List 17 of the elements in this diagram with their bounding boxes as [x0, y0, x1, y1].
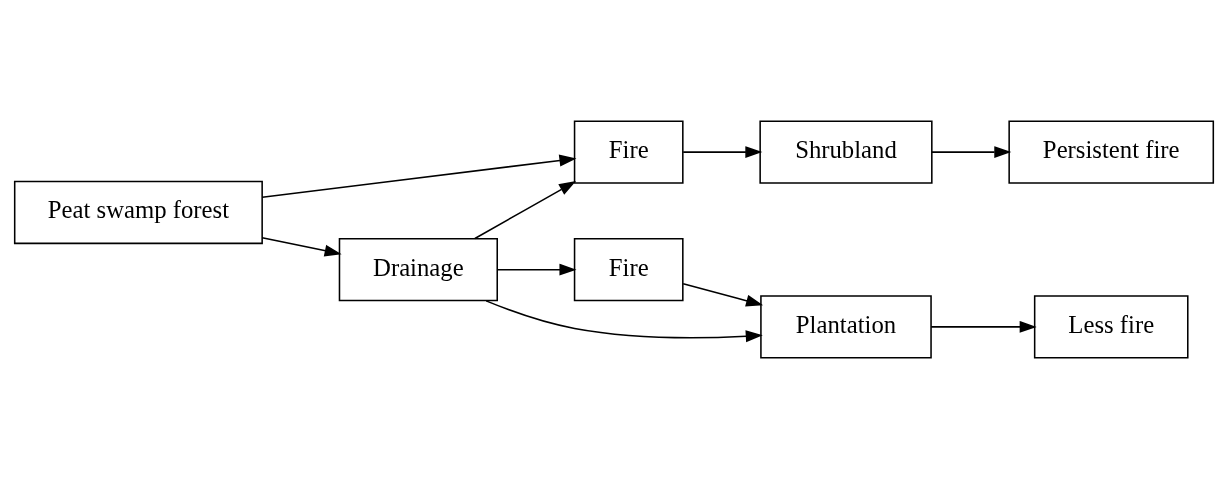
- node-box: Drainage: [338, 237, 498, 302]
- arrow: [931, 146, 1012, 159]
- node-box: Less fire: [1033, 295, 1189, 359]
- arrow: [682, 146, 763, 159]
- arrow: [682, 283, 764, 307]
- arrow: [496, 263, 577, 276]
- node-box: Fire: [573, 237, 684, 302]
- node-box: Persistent fire: [1008, 120, 1215, 184]
- arrow: [930, 320, 1037, 333]
- node-box: Peat swamp forest: [13, 180, 263, 245]
- node-box: Fire: [573, 120, 684, 184]
- arrow: [474, 181, 577, 240]
- arrow: [261, 154, 577, 199]
- node-box: Shrubland: [759, 120, 933, 184]
- node-box: Plantation: [760, 295, 932, 359]
- arrow: [485, 300, 763, 343]
- arrow: [261, 236, 342, 257]
